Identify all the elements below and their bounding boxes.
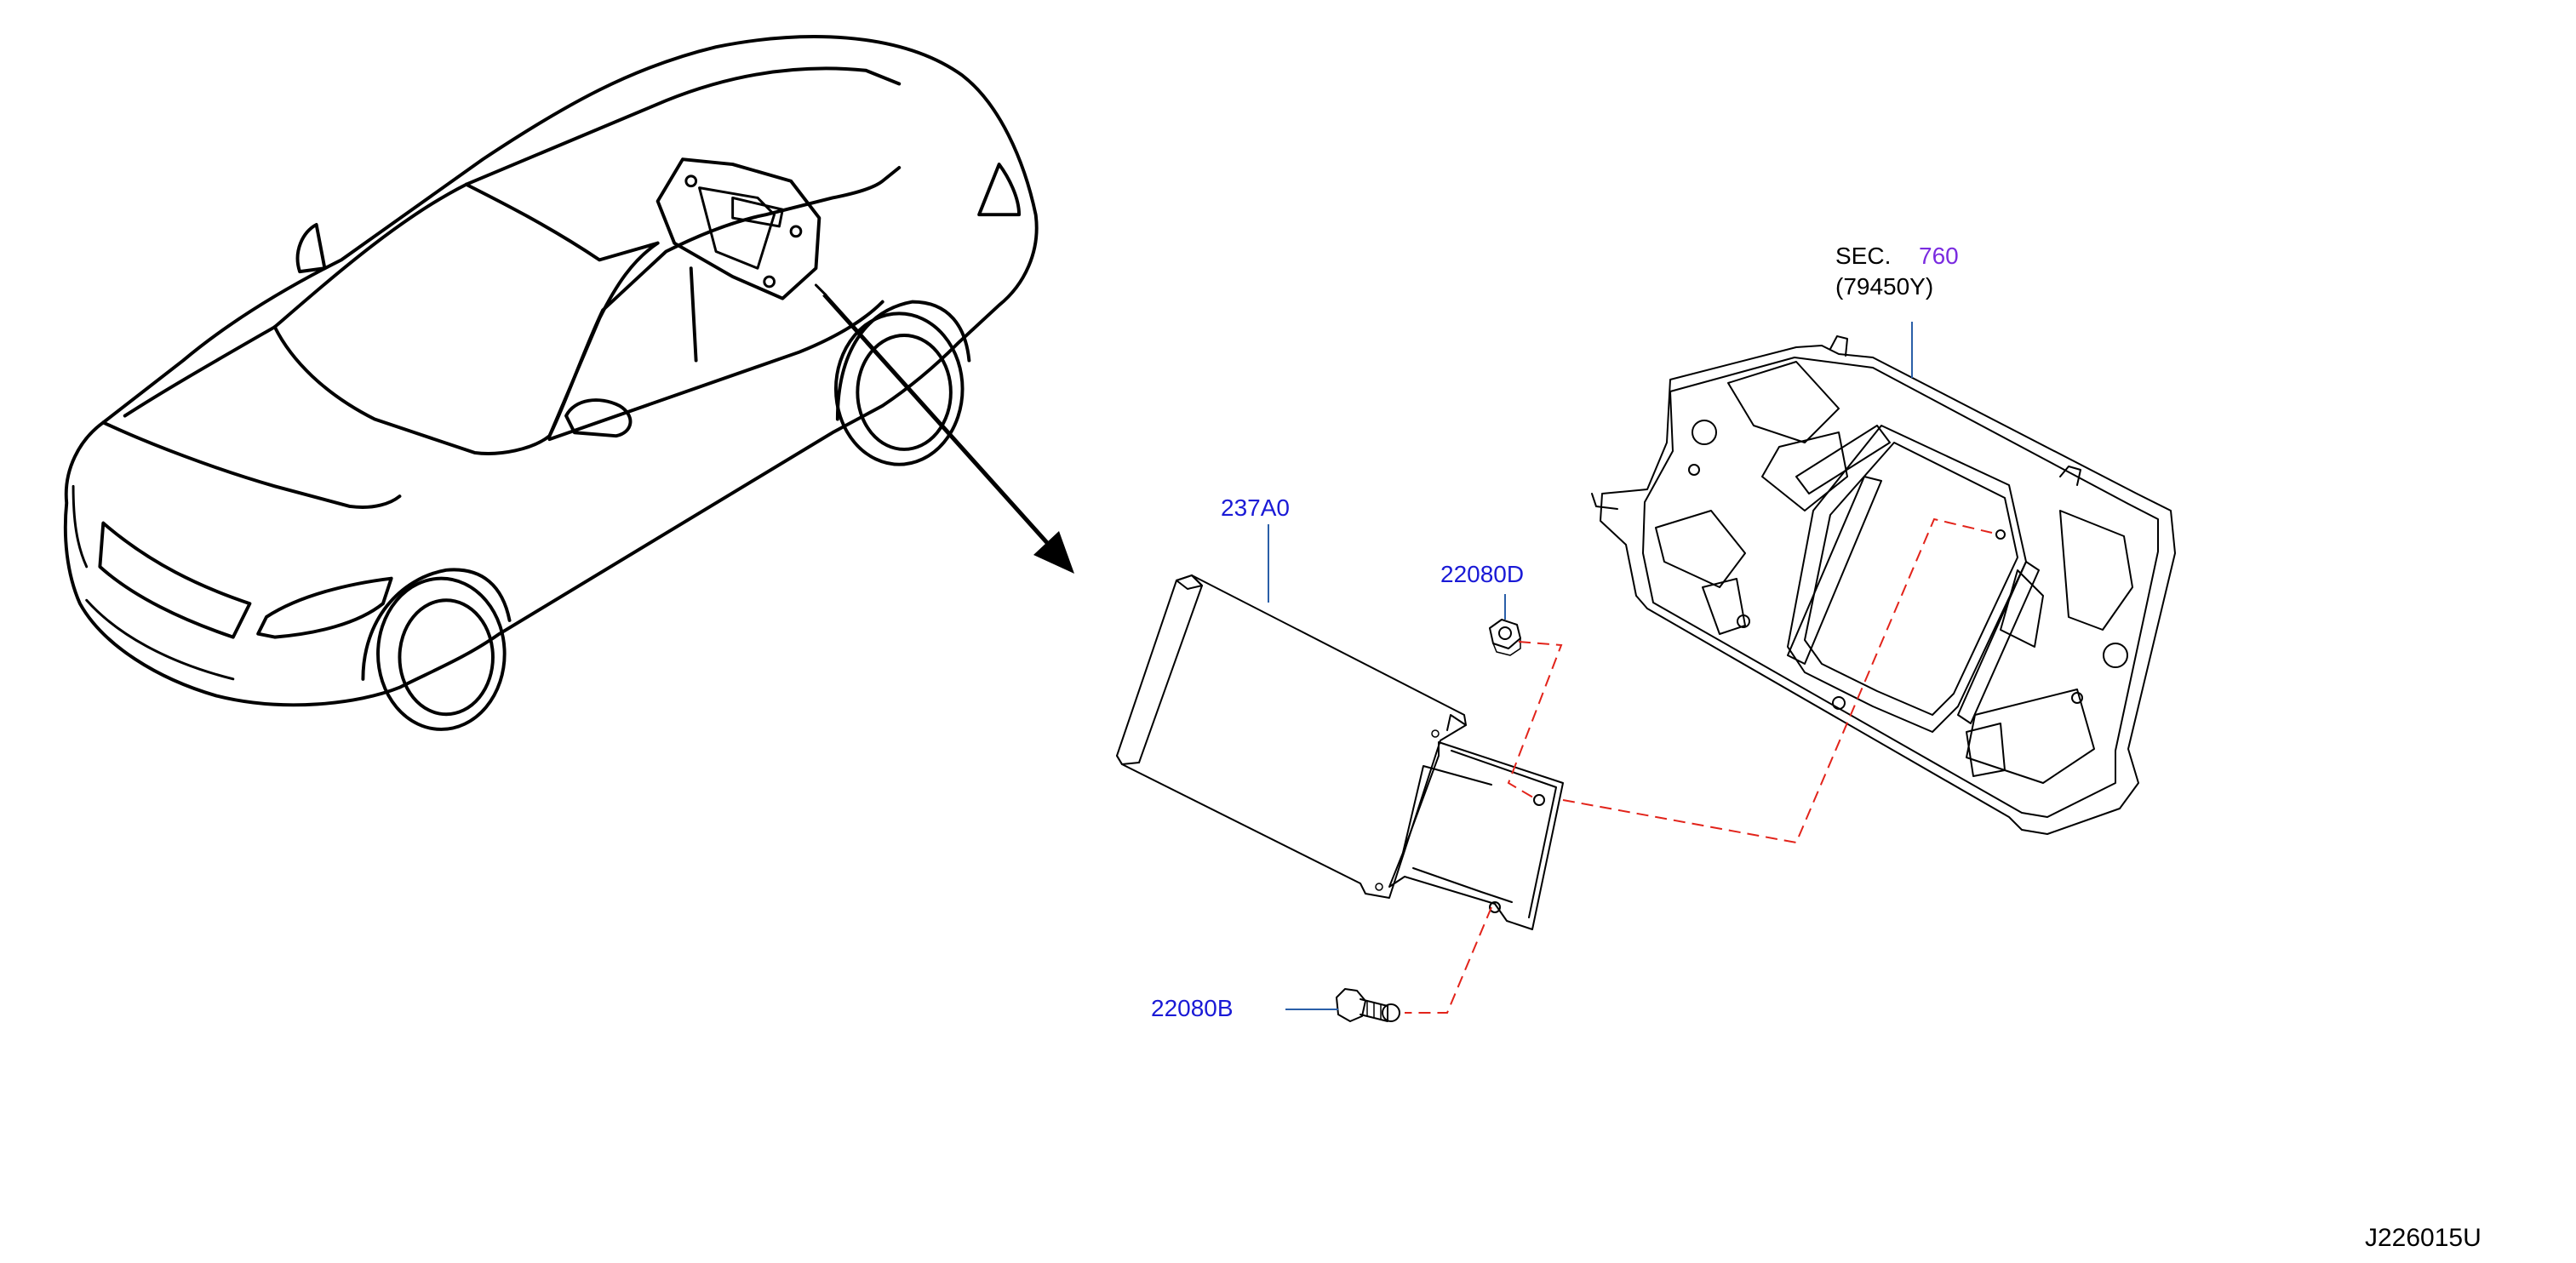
rear-parcel-shelf-bracket	[1591, 335, 2176, 835]
bolt-22080B[interactable]	[1336, 988, 1400, 1022]
part-number-22080D[interactable]: 22080D	[1440, 561, 1524, 587]
diagram-id: J226015U	[2365, 1224, 2482, 1252]
sec-ref-label: (79450Y)	[1835, 273, 1933, 300]
car-illustration	[63, 35, 1039, 731]
sec-prefix-label: SEC.	[1835, 243, 1891, 269]
nut-22080D[interactable]	[1489, 619, 1521, 656]
part-number-22080B[interactable]: 22080B	[1151, 995, 1234, 1021]
part-number-237A0[interactable]: 237A0	[1221, 494, 1290, 521]
sec-number-link[interactable]: 760	[1919, 243, 1959, 269]
mounting-bracket	[1388, 741, 1564, 930]
pointer-arrow	[822, 293, 1074, 574]
leader-lines	[1268, 322, 1913, 1010]
assembly-guide-lines	[1405, 517, 1993, 1014]
control-unit-237A0[interactable]	[1116, 574, 1467, 899]
